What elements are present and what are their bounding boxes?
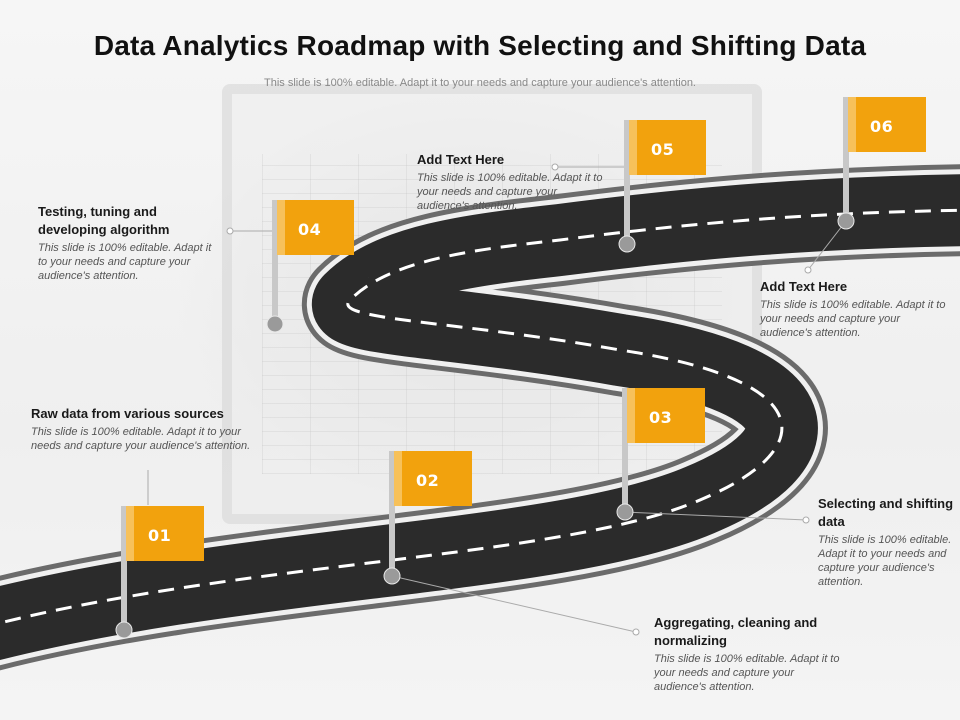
flag-01-number: 01 bbox=[148, 526, 172, 545]
step-04-title: Testing, tuning and developing algorithm bbox=[38, 204, 170, 237]
flag-05-number: 05 bbox=[651, 140, 675, 159]
road-center-line bbox=[0, 208, 960, 625]
step-03-body: This slide is 100% editable. Adapt it to… bbox=[818, 534, 952, 588]
flag-01 bbox=[115, 506, 204, 639]
step-02-body: This slide is 100% editable. Adapt it to… bbox=[654, 653, 840, 693]
flag-06 bbox=[837, 97, 926, 230]
flag-02-number: 02 bbox=[416, 471, 440, 490]
slide-subtitle: This slide is 100% editable. Adapt it to… bbox=[264, 77, 696, 89]
step-03-annotation: Selecting and shifting data This slide i… bbox=[818, 495, 956, 589]
flag-04 bbox=[266, 200, 354, 333]
step-05-annotation: Add Text Here This slide is 100% editabl… bbox=[417, 151, 607, 213]
step-06-annotation: Add Text Here This slide is 100% editabl… bbox=[760, 278, 950, 340]
step-01-title: Raw data from various sources bbox=[31, 406, 224, 421]
connector-03 bbox=[624, 511, 807, 521]
step-01-body: This slide is 100% editable. Adapt it to… bbox=[31, 426, 251, 452]
flag-06-number: 06 bbox=[870, 117, 894, 136]
slide-title: Data Analytics Roadmap with Selecting an… bbox=[93, 30, 867, 61]
connector-06 bbox=[807, 220, 847, 271]
step-02-title: Aggregating, cleaning and normalizing bbox=[654, 615, 818, 648]
step-04-annotation: Testing, tuning and developing algorithm… bbox=[38, 203, 223, 283]
step-05-title: Add Text Here bbox=[417, 152, 505, 167]
flag-03 bbox=[616, 388, 705, 521]
step-05-body: This slide is 100% editable. Adapt it to… bbox=[417, 172, 603, 212]
step-03-title: Selecting and shifting data bbox=[818, 496, 954, 529]
step-01-annotation: Raw data from various sources This slide… bbox=[31, 405, 256, 453]
flag-04-number: 04 bbox=[298, 220, 322, 239]
step-06-title: Add Text Here bbox=[760, 279, 848, 294]
flag-03-number: 03 bbox=[649, 408, 673, 427]
flag-02 bbox=[383, 451, 472, 585]
flag-05 bbox=[618, 120, 706, 253]
step-04-body: This slide is 100% editable. Adapt it to… bbox=[38, 242, 212, 282]
step-06-body: This slide is 100% editable. Adapt it to… bbox=[760, 299, 946, 339]
connector-02 bbox=[391, 575, 637, 633]
step-02-annotation: Aggregating, cleaning and normalizing Th… bbox=[654, 614, 844, 694]
